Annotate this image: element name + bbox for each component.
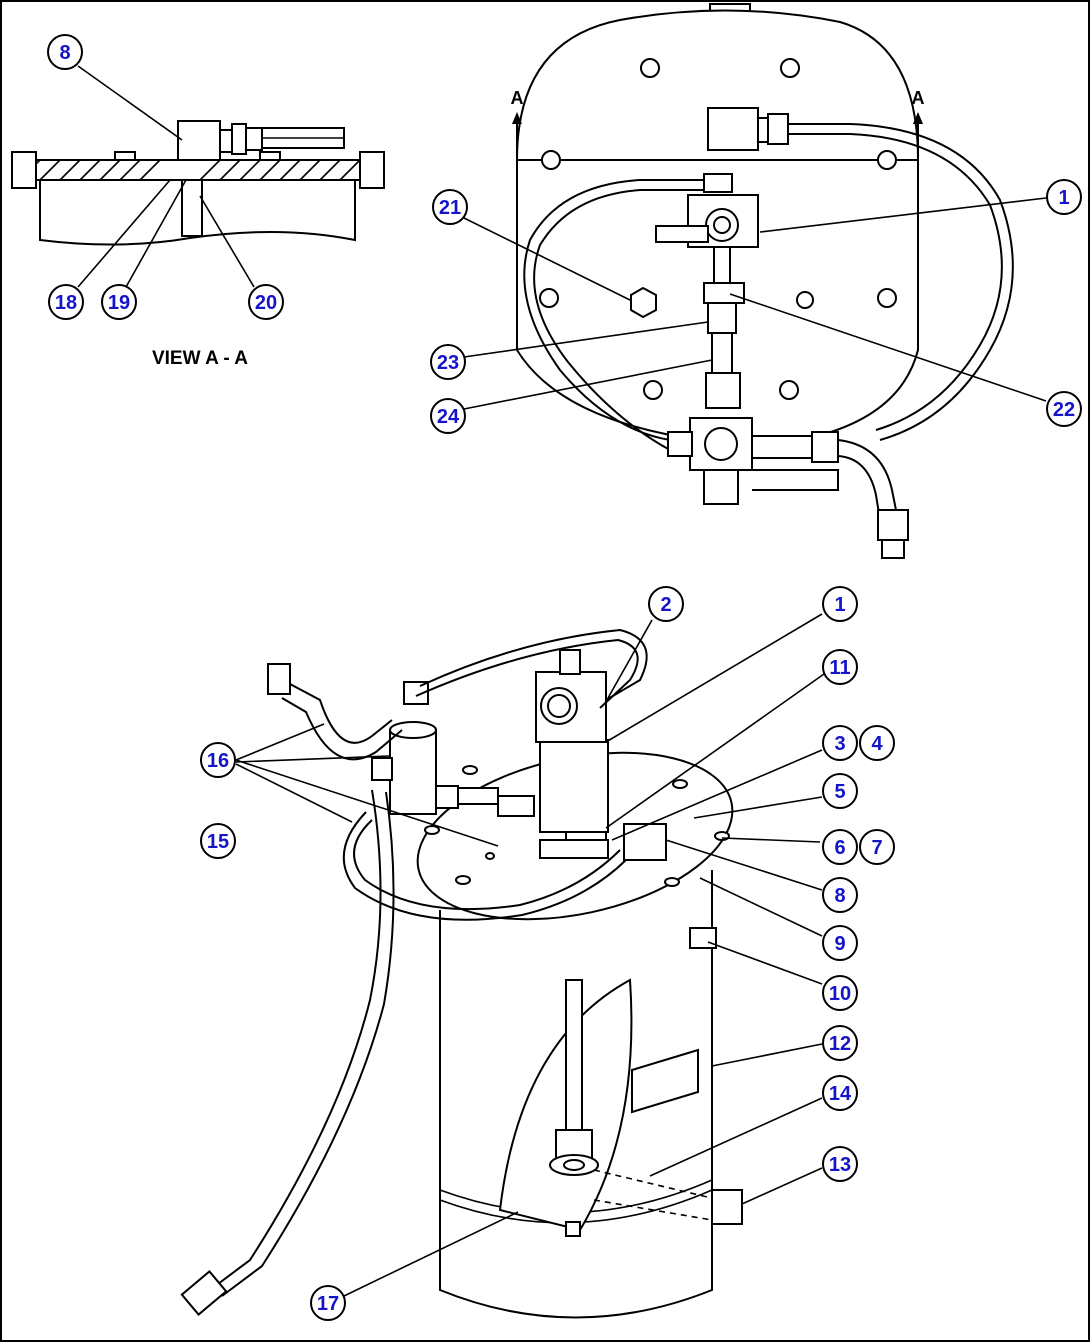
- callout-23: 23: [430, 344, 466, 380]
- svg-text:18: 18: [55, 292, 77, 314]
- callout-13: 13: [822, 1146, 858, 1182]
- tank-body-section: [39, 180, 356, 246]
- svg-text:3: 3: [834, 733, 845, 755]
- callout-5: 5: [822, 773, 858, 809]
- svg-text:1: 1: [834, 594, 845, 616]
- top-view-cover: [512, 3, 1014, 559]
- flange-bolt-right: [359, 151, 385, 189]
- svg-text:6: 6: [834, 837, 845, 859]
- flange-bolt-left: [11, 151, 37, 189]
- callout-1-top: 1: [1046, 179, 1082, 215]
- svg-text:2: 2: [660, 594, 671, 616]
- dip-tube: [181, 179, 203, 237]
- svg-text:17: 17: [317, 1293, 339, 1315]
- callout-8-section: 8: [47, 34, 83, 70]
- svg-text:9: 9: [834, 933, 845, 955]
- callout-7: 7: [859, 829, 895, 865]
- callout-group-top: 1 21 22 23 24: [430, 179, 1082, 434]
- svg-text:22: 22: [1053, 399, 1075, 421]
- svg-text:1: 1: [1058, 187, 1069, 209]
- callout-16: 16: [200, 742, 236, 778]
- view-a-a-label: VIEW A - A: [152, 348, 248, 369]
- cover-plate-section: [11, 159, 385, 181]
- leader-lines: [77, 65, 1047, 1297]
- callout-18: 18: [48, 284, 84, 320]
- svg-text:8: 8: [834, 885, 845, 907]
- svg-text:8: 8: [59, 42, 70, 64]
- svg-text:20: 20: [255, 292, 277, 314]
- callout-10: 10: [822, 975, 858, 1011]
- callout-17: 17: [310, 1285, 346, 1321]
- callout-6: 6: [822, 829, 858, 865]
- callout-24: 24: [430, 398, 466, 434]
- callout-1-iso: 1: [822, 586, 858, 622]
- svg-text:19: 19: [108, 292, 130, 314]
- callout-22: 22: [1046, 391, 1082, 427]
- svg-text:7: 7: [871, 837, 882, 859]
- svg-text:16: 16: [207, 750, 229, 772]
- callout-14: 14: [822, 1075, 858, 1111]
- callout-20: 20: [248, 284, 284, 320]
- callout-9: 9: [822, 925, 858, 961]
- isometric-tank-assembly: [180, 628, 743, 1319]
- callout-3: 3: [822, 725, 858, 761]
- callout-group-iso: 1 2 3 4 5 6 7 8 9 10 11 12 13 14 15 16 1…: [200, 586, 895, 1321]
- section-view-a-a: [11, 120, 385, 246]
- callout-2: 2: [648, 586, 684, 622]
- svg-text:13: 13: [829, 1154, 851, 1176]
- callout-4: 4: [859, 725, 895, 761]
- callout-19: 19: [101, 284, 137, 320]
- callout-21: 21: [432, 189, 468, 225]
- section-mark-right: A: [912, 88, 925, 108]
- svg-text:11: 11: [829, 657, 850, 679]
- callout-11: 11: [822, 649, 858, 685]
- solenoid-block-section: [177, 120, 221, 161]
- svg-text:14: 14: [829, 1083, 852, 1105]
- callout-group-section: 8 18 19 20: [47, 34, 284, 320]
- svg-text:24: 24: [437, 406, 460, 428]
- svg-text:21: 21: [439, 197, 461, 219]
- svg-text:10: 10: [829, 983, 851, 1005]
- section-mark-left: A: [511, 88, 524, 108]
- svg-text:4: 4: [871, 733, 883, 755]
- svg-text:5: 5: [834, 781, 845, 803]
- svg-text:23: 23: [437, 352, 459, 374]
- svg-text:15: 15: [207, 831, 229, 853]
- callout-15: 15: [200, 823, 236, 859]
- callout-8-iso: 8: [822, 877, 858, 913]
- callout-12: 12: [822, 1025, 858, 1061]
- svg-text:12: 12: [829, 1033, 851, 1055]
